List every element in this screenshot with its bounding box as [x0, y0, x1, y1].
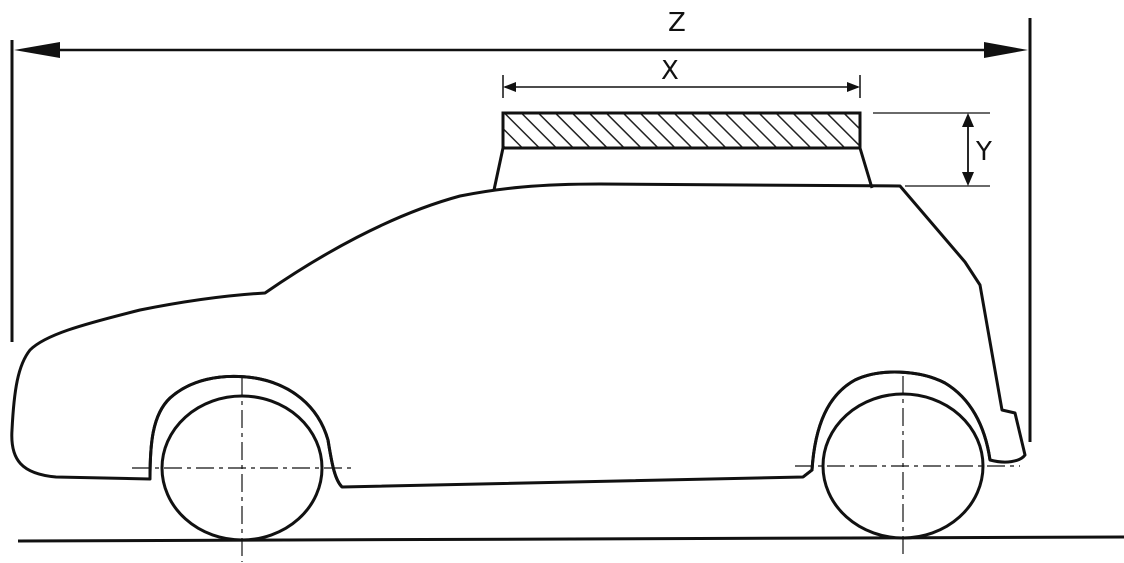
roof-box: [492, 111, 874, 191]
ground-line: [17, 535, 1124, 543]
rear-wheel: [795, 376, 1020, 558]
rear-fender-arch: [802, 370, 992, 479]
y-dimension-line: [873, 112, 990, 187]
z-dimension-line: [14, 42, 1028, 58]
z-label: Z: [668, 8, 686, 38]
front-fender-arch: [148, 374, 344, 489]
x-label: X: [661, 56, 679, 86]
x-dimension-line: [502, 75, 861, 98]
front-wheel: [132, 378, 356, 562]
y-label: Y: [975, 137, 992, 167]
